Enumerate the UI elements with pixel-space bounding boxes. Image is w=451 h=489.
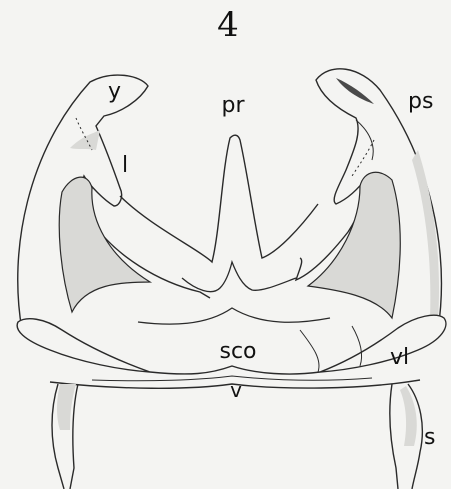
label-v: v xyxy=(230,378,242,402)
label-vl: vl xyxy=(390,345,409,370)
label-y: y xyxy=(108,79,121,104)
label-l: l xyxy=(122,153,128,178)
label-s: s xyxy=(424,425,435,450)
label-ps: ps xyxy=(408,89,433,114)
label-pr: pr xyxy=(221,93,245,118)
figure-number: 4 xyxy=(217,5,239,45)
label-sco: sco xyxy=(219,339,256,364)
